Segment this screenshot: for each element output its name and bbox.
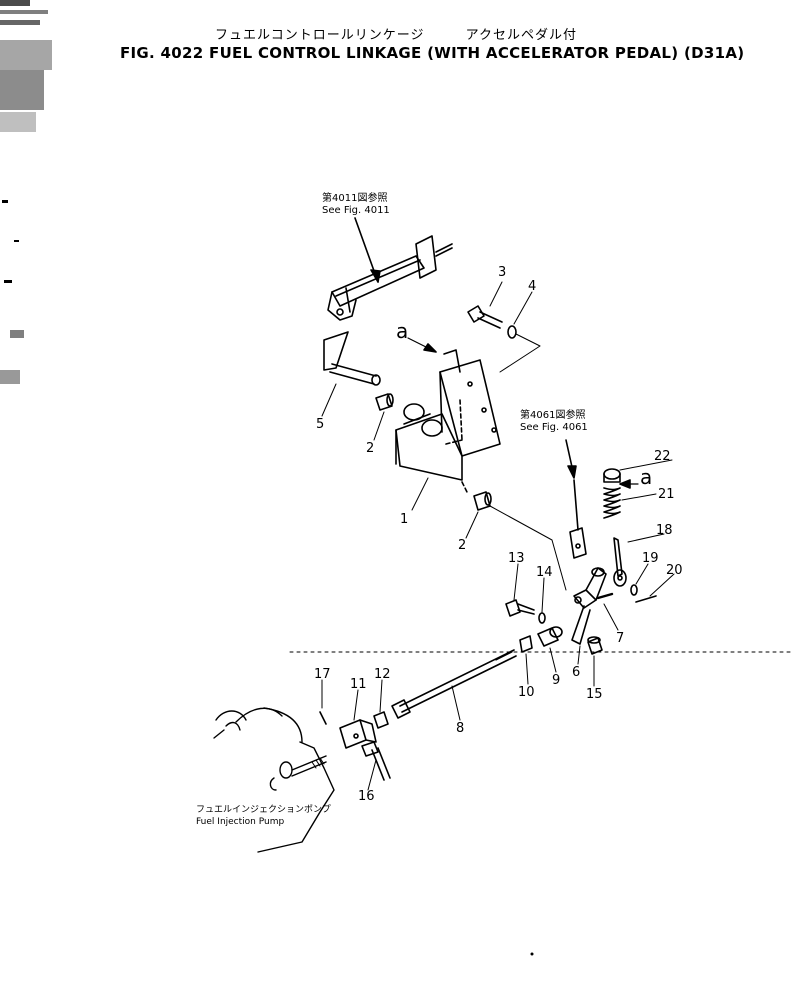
part-19-washer: [630, 584, 638, 596]
callout-11: 11: [350, 677, 367, 692]
callout-18: 18: [656, 523, 673, 538]
scan-dot: [530, 952, 534, 956]
part-6-lever: [571, 567, 607, 645]
part-15-nut: [587, 636, 603, 655]
part-5-pedal-arm: [323, 331, 381, 386]
callout-1: 1: [400, 512, 408, 527]
part-12-nut: [373, 711, 389, 729]
injection-pump-outline: [213, 707, 335, 853]
part-21-spring: [603, 487, 621, 519]
callout-19: 19: [642, 551, 659, 566]
callout-17: 17: [314, 667, 331, 682]
pump-en: Fuel Injection Pump: [196, 817, 285, 827]
callout-leaders: [321, 281, 675, 791]
callout-13: 13: [508, 551, 525, 566]
part-20-cotter-pin: [635, 595, 657, 603]
arrow-a-left: [423, 343, 437, 353]
callout-22: 22: [654, 449, 671, 464]
callout-9: 9: [552, 673, 560, 688]
callout-21: 21: [658, 487, 675, 502]
callout-8: 8: [456, 721, 464, 736]
callout-6: 6: [572, 665, 580, 680]
ref-4061-jp: 第4061図参照: [520, 410, 586, 421]
leader-bolt-to-bracket: [499, 333, 541, 373]
callout-12: 12: [374, 667, 391, 682]
callout-7: 7: [616, 631, 624, 646]
part-18-rod: [613, 537, 627, 587]
callout-2-upper: 2: [366, 441, 374, 456]
leader-bracket-bushing: [461, 481, 469, 495]
part-8-control-rod: [391, 649, 517, 719]
part-2-bushing-upper: [375, 393, 394, 411]
part-9-ball-joint: [537, 626, 563, 647]
callout-15: 15: [586, 687, 603, 702]
callout-20: 20: [666, 563, 683, 578]
part-4-washer: [507, 325, 517, 339]
part-14-washer: [538, 612, 546, 624]
marker-a-left: a: [396, 319, 408, 343]
pedal-shaft-assembly: [327, 235, 453, 321]
arrow-a-right: [619, 479, 631, 489]
part-16-clevis-pin: [361, 741, 391, 781]
figure-title: FIG. 4022 FUEL CONTROL LINKAGE (WITH ACC…: [120, 44, 745, 62]
throttle-cable-end: [565, 439, 587, 559]
ref-4061-en: See Fig. 4061: [520, 422, 588, 433]
part-1-bracket: [395, 349, 501, 481]
ref-injection-pump: フュエルインジェクションポンプ Fuel Injection Pump: [196, 804, 331, 828]
title-japanese: フュエルコントロールリンケージ アクセルペダル付: [0, 24, 792, 43]
callout-16: 16: [358, 789, 375, 804]
part-2-bushing-lower: [473, 491, 492, 511]
leader-bushing-to-lever: [489, 505, 567, 591]
callout-3: 3: [498, 265, 506, 280]
part-17-cotter-pin: [319, 711, 327, 725]
ref-fig-4011: 第4011図参照 See Fig. 4011: [322, 193, 390, 217]
callout-5: 5: [316, 417, 324, 432]
title-jp-right: アクセルペダル付: [465, 28, 577, 43]
part-22-nut: [603, 468, 621, 483]
part-11-clevis: [339, 719, 377, 749]
callout-14: 14: [536, 565, 553, 580]
part-3-bolt: [467, 305, 503, 329]
callout-4: 4: [528, 279, 536, 294]
callout-10: 10: [518, 685, 535, 700]
ref-4011-en: See Fig. 4011: [322, 205, 390, 216]
part-13-bolt: [505, 599, 535, 617]
title-jp-left: フュエルコントロールリンケージ: [215, 28, 425, 43]
part-7-set-screw: [596, 592, 614, 600]
callout-2-lower: 2: [458, 538, 466, 553]
marker-a-right: a: [640, 465, 652, 489]
ref-fig-4061: 第4061図参照 See Fig. 4061: [520, 410, 588, 434]
callout-labels: 1 2 2 3 4 5 6 7 8 9 10 11 12 13 14 15 16…: [314, 265, 683, 804]
pump-jp: フュエルインジェクションポンプ: [196, 805, 331, 815]
part-10-nut: [519, 635, 533, 653]
ref-4011-jp: 第4011図参照: [322, 193, 388, 204]
scan-noise: [0, 0, 52, 384]
